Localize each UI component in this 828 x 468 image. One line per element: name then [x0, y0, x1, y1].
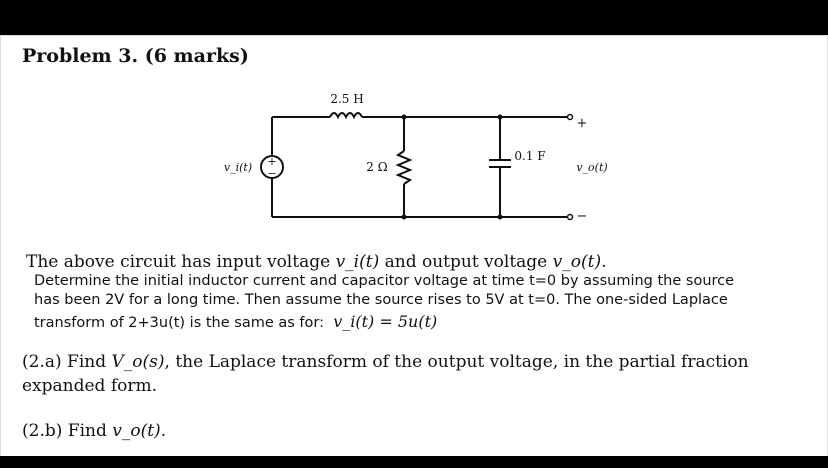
resistor-zigzag — [395, 150, 413, 185]
output-voltage-symbol: v_o(t) — [112, 421, 161, 441]
part-b-question: (2.b) Find v_o(t). — [22, 421, 166, 441]
problem-sheet: Problem 3. (6 marks) — [0, 35, 828, 468]
circuit-diagram: + − 2.5 H 2 Ω 0.1 F v_i(t) v_o(t) + − — [224, 92, 608, 224]
output-voltage-label: v_o(t) — [576, 161, 607, 174]
output-terminal-bottom — [566, 213, 574, 221]
instruction-line: has been 2V for a long time. Then assume… — [34, 292, 728, 308]
junction-dot — [401, 114, 407, 120]
part-b-label: (2.b) Find — [22, 421, 113, 441]
input-voltage-label: v_i(t) — [224, 161, 252, 174]
part-a-text: , the Laplace transform of the output vo… — [22, 352, 749, 396]
output-terminal-top — [566, 113, 574, 121]
instruction-line: Determine the initial inductor current a… — [34, 273, 735, 289]
source-minus-sign: − — [267, 167, 276, 180]
description-text: The above circuit has input voltage — [26, 252, 336, 272]
voltage-source — [260, 155, 284, 179]
inductor-label: 2.5 H — [330, 92, 363, 106]
junction-dot — [401, 214, 407, 220]
output-plus-sign: + — [577, 116, 588, 131]
description-text: and output voltage — [379, 252, 553, 272]
instruction-line: transform of 2+3u(t) is the same as for:… — [34, 312, 437, 331]
output-voltage-symbol: v_o(t) — [552, 252, 602, 272]
output-minus-sign: − — [577, 209, 588, 224]
part-a-label: (2.a) Find — [22, 352, 112, 372]
junction-dot — [497, 114, 503, 120]
laplace-output-symbol: V_o(s) — [111, 352, 165, 372]
source-plus-sign: + — [267, 155, 276, 168]
part-a-question: (2.a) Find V_o(s), the Laplace transform… — [22, 350, 812, 398]
circuit-description: The above circuit has input voltage v_i(… — [26, 252, 607, 272]
junction-dot — [497, 214, 503, 220]
bottom-border — [0, 456, 828, 468]
resistor-label: 2 Ω — [366, 160, 387, 174]
description-text: . — [601, 252, 607, 272]
capacitor-label: 0.1 F — [514, 149, 545, 163]
source-equation: v_i(t) = 5u(t) — [333, 312, 438, 331]
part-b-end: . — [160, 421, 167, 441]
instruction-text: transform of 2+3u(t) is the same as for: — [34, 315, 324, 331]
input-voltage-symbol: v_i(t) — [335, 252, 380, 272]
problem-title: Problem 3. (6 marks) — [22, 45, 249, 67]
inductor-coil — [329, 112, 363, 120]
